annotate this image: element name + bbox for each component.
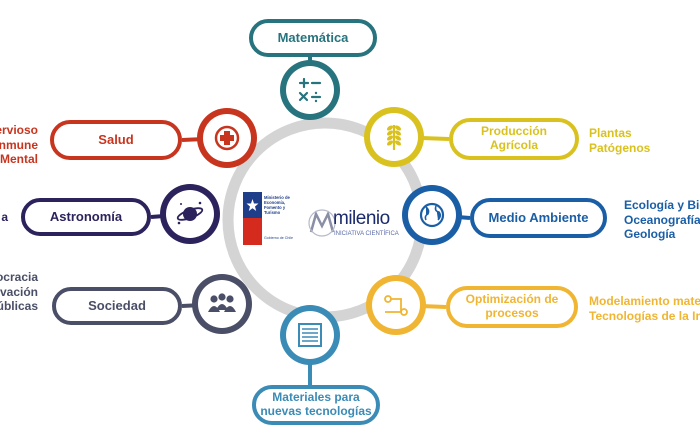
area-node-materiales: [280, 305, 340, 365]
area-node-optimizacion: [366, 275, 426, 335]
area-label-sociedad: Sociedad: [52, 287, 182, 325]
area-label-produccion: Producción Agrícola: [449, 118, 579, 160]
government-caption: Gobierno de Chile: [264, 236, 293, 240]
area-label-matematica: Matemática: [249, 19, 377, 57]
medical-cross-icon: [214, 125, 240, 151]
people-icon: [208, 293, 236, 312]
area-node-salud: [197, 108, 257, 168]
area-label-salud: Salud: [50, 120, 182, 160]
area-label-medio-ambiente: Medio Ambiente: [470, 198, 607, 238]
milenio-mark-icon: [308, 209, 336, 237]
area-node-astronomia: [160, 184, 220, 244]
side-topics-astronomia: a: [1, 210, 8, 224]
area-node-matematica: [280, 60, 340, 120]
side-topics-produccion: Plantas Patógenos: [589, 126, 651, 155]
planet-icon: [176, 201, 204, 225]
area-label-materiales: Materiales para nuevas tecnologías: [252, 385, 380, 425]
globe-icon: [419, 202, 445, 228]
center-logos: Ministerio de Economía, Fomento y Turism…: [243, 192, 403, 248]
process-flow-icon: [384, 295, 408, 316]
math-operators-icon: [298, 77, 322, 103]
area-label-astronomia: Astronomía: [21, 198, 151, 236]
side-topics-salud: ervioso nmune Mental: [0, 123, 38, 167]
area-node-produccion: [364, 107, 424, 167]
area-label-optimizacion: Optimización de procesos: [446, 286, 578, 328]
side-topics-optimizacion: Modelamiento matem Tecnologías de la Inf…: [589, 294, 700, 323]
material-layers-icon: [298, 323, 322, 347]
wheat-icon: [386, 125, 402, 150]
area-node-sociedad: [192, 274, 252, 334]
government-logo: Ministerio de Economía, Fomento y Turism…: [243, 192, 301, 245]
milenio-wordmark: milenio: [333, 208, 390, 229]
milenio-logo: milenio INICIATIVA CIENTÍFICA: [307, 204, 405, 244]
area-node-medio-ambiente: [402, 185, 462, 245]
side-topics-medio-ambiente: Ecología y Bioc Oceanografía Geología: [624, 198, 700, 242]
milenio-tagline: INICIATIVA CIENTÍFICA: [334, 231, 399, 237]
chile-flag-icon: [243, 192, 262, 245]
side-topics-sociedad: ocracia ovación úblicas: [0, 270, 38, 314]
ministry-name: Ministerio de Economía, Fomento y Turism…: [264, 195, 290, 216]
